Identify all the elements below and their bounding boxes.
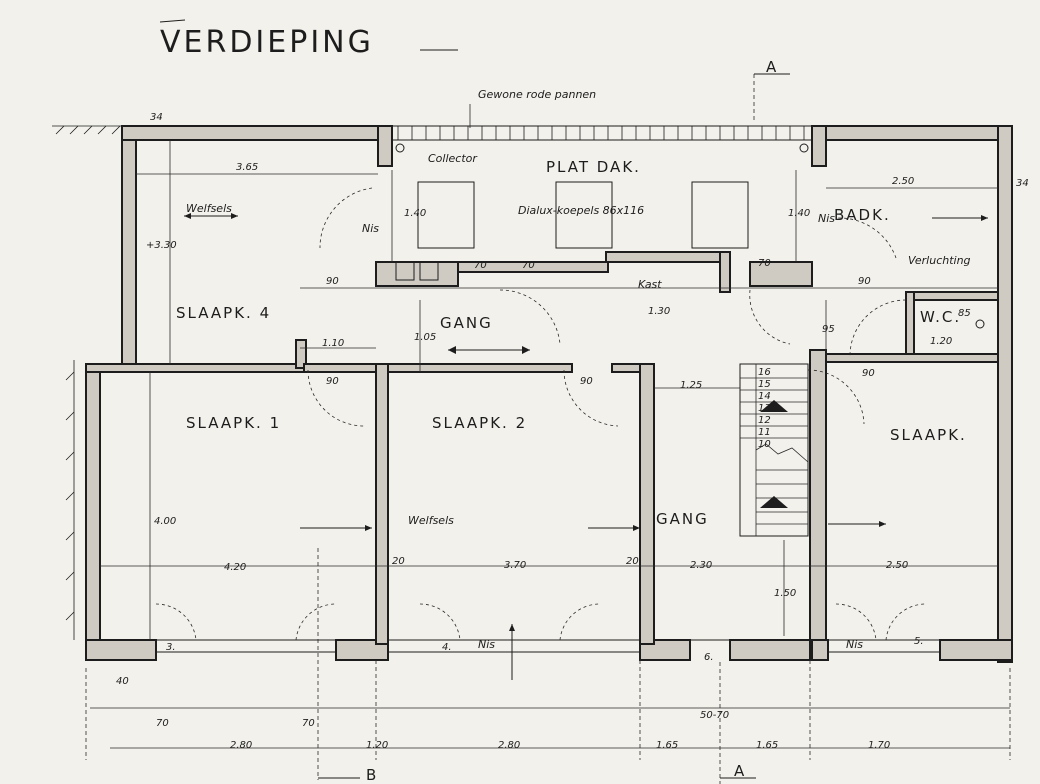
svg-text:11: 11 <box>758 427 771 438</box>
svg-text:1.40: 1.40 <box>788 208 810 219</box>
room-label-gang-top: GANG <box>440 314 493 332</box>
svg-text:1.10: 1.10 <box>322 338 344 349</box>
svg-text:1.65: 1.65 <box>756 740 778 751</box>
plan-title: VERDIEPING <box>160 25 374 60</box>
dimension-labels: 3.65 2.50 34 34 +3.30 1.40 1.40 70 70 70… <box>116 112 1029 751</box>
note-nis: Nis <box>818 212 835 225</box>
window-number: 4. <box>442 642 452 653</box>
kast-label: Kast <box>638 278 662 291</box>
note-welfsels: Welfsels <box>186 202 232 215</box>
note-verluchting: Verluchting <box>908 254 971 267</box>
vent-icon <box>975 319 985 329</box>
title-flourish <box>159 19 186 23</box>
svg-text:2.80: 2.80 <box>230 740 252 751</box>
svg-text:13: 13 <box>758 403 771 414</box>
svg-text:1.05: 1.05 <box>414 332 436 343</box>
svg-text:2.50: 2.50 <box>886 560 908 571</box>
room-label-badk: BADK. <box>834 206 891 224</box>
svg-text:1.50: 1.50 <box>774 588 796 599</box>
svg-text:1.70: 1.70 <box>868 740 890 751</box>
stair-step-numbers: 16 15 14 13 12 11 10 <box>758 367 771 450</box>
party-wall-hatch <box>52 125 122 640</box>
svg-text:70: 70 <box>302 718 315 729</box>
drain-icon <box>799 143 809 153</box>
svg-text:70: 70 <box>156 718 169 729</box>
flat-roof-label: PLAT DAK. <box>546 158 641 176</box>
svg-text:1.30: 1.30 <box>648 306 670 317</box>
svg-text:+3.30: +3.30 <box>146 240 177 251</box>
chimney-flue <box>419 261 439 281</box>
chimney-flue <box>395 261 415 281</box>
svg-text:70: 70 <box>522 260 535 271</box>
note-welfsels: Welfsels <box>408 514 454 527</box>
note-nis: Nis <box>846 638 863 651</box>
door-swings <box>155 187 927 641</box>
svg-text:70: 70 <box>758 258 771 269</box>
svg-text:20: 20 <box>392 556 405 567</box>
section-marker-a-bottom: A <box>734 762 746 780</box>
span-arrows <box>184 213 988 680</box>
svg-text:95: 95 <box>822 324 835 335</box>
svg-text:3.70: 3.70 <box>504 560 526 571</box>
svg-text:34: 34 <box>1016 178 1029 189</box>
svg-text:10: 10 <box>758 439 771 450</box>
window-number: 3. <box>166 642 176 653</box>
roof-hatch <box>392 125 812 141</box>
svg-text:90: 90 <box>326 376 339 387</box>
svg-text:15: 15 <box>758 379 771 390</box>
section-marker-b: B <box>366 766 378 784</box>
svg-text:1.20: 1.20 <box>366 740 388 751</box>
svg-text:40: 40 <box>116 676 129 687</box>
svg-text:90: 90 <box>862 368 875 379</box>
room-label-gang-mid: GANG <box>656 510 709 528</box>
svg-text:1.40: 1.40 <box>404 208 426 219</box>
svg-text:16: 16 <box>758 367 771 378</box>
staircase <box>739 363 809 537</box>
dimension-lines <box>85 73 1011 784</box>
svg-text:3.65: 3.65 <box>236 162 258 173</box>
collector-label: Collector <box>428 152 478 165</box>
svg-text:90: 90 <box>326 276 339 287</box>
collector-drain-icon <box>395 143 405 153</box>
svg-text:34: 34 <box>150 112 163 123</box>
note-nis: Nis <box>362 222 379 235</box>
room-label-slaapk2: SLAAPK. 2 <box>432 414 527 432</box>
window-number: 6. <box>704 652 714 663</box>
svg-text:2.30: 2.30 <box>690 560 712 571</box>
interior-walls <box>295 251 999 645</box>
svg-text:14: 14 <box>758 391 771 402</box>
svg-text:90: 90 <box>858 276 871 287</box>
svg-text:1.65: 1.65 <box>656 740 678 751</box>
room-label-slaapk1: SLAAPK. 1 <box>186 414 281 432</box>
skylight-note: Dialux-koepels 86x116 <box>518 204 644 217</box>
svg-text:90: 90 <box>580 376 593 387</box>
window-number: 5. <box>914 636 924 647</box>
svg-text:2.80: 2.80 <box>498 740 520 751</box>
svg-text:4.20: 4.20 <box>224 562 246 573</box>
svg-text:1.20: 1.20 <box>930 336 952 347</box>
window-sills <box>156 639 940 653</box>
roof-note: Gewone rode pannen <box>478 88 596 101</box>
svg-text:20: 20 <box>626 556 639 567</box>
svg-text:2.50: 2.50 <box>892 176 914 187</box>
svg-text:4.00: 4.00 <box>154 516 176 527</box>
room-label-wc: W.C. <box>920 308 961 326</box>
room-label-slaapk4: SLAAPK. 4 <box>176 304 271 322</box>
svg-text:12: 12 <box>758 415 771 426</box>
svg-text:70: 70 <box>474 260 487 271</box>
section-marker-a-top: A <box>766 58 778 76</box>
skylights <box>417 181 749 249</box>
svg-text:1.25: 1.25 <box>680 380 702 391</box>
svg-text:85: 85 <box>958 308 971 319</box>
note-nis: Nis <box>478 638 495 651</box>
room-label-slaapk3: SLAAPK. <box>890 426 967 444</box>
svg-text:50-70: 50-70 <box>700 710 729 721</box>
